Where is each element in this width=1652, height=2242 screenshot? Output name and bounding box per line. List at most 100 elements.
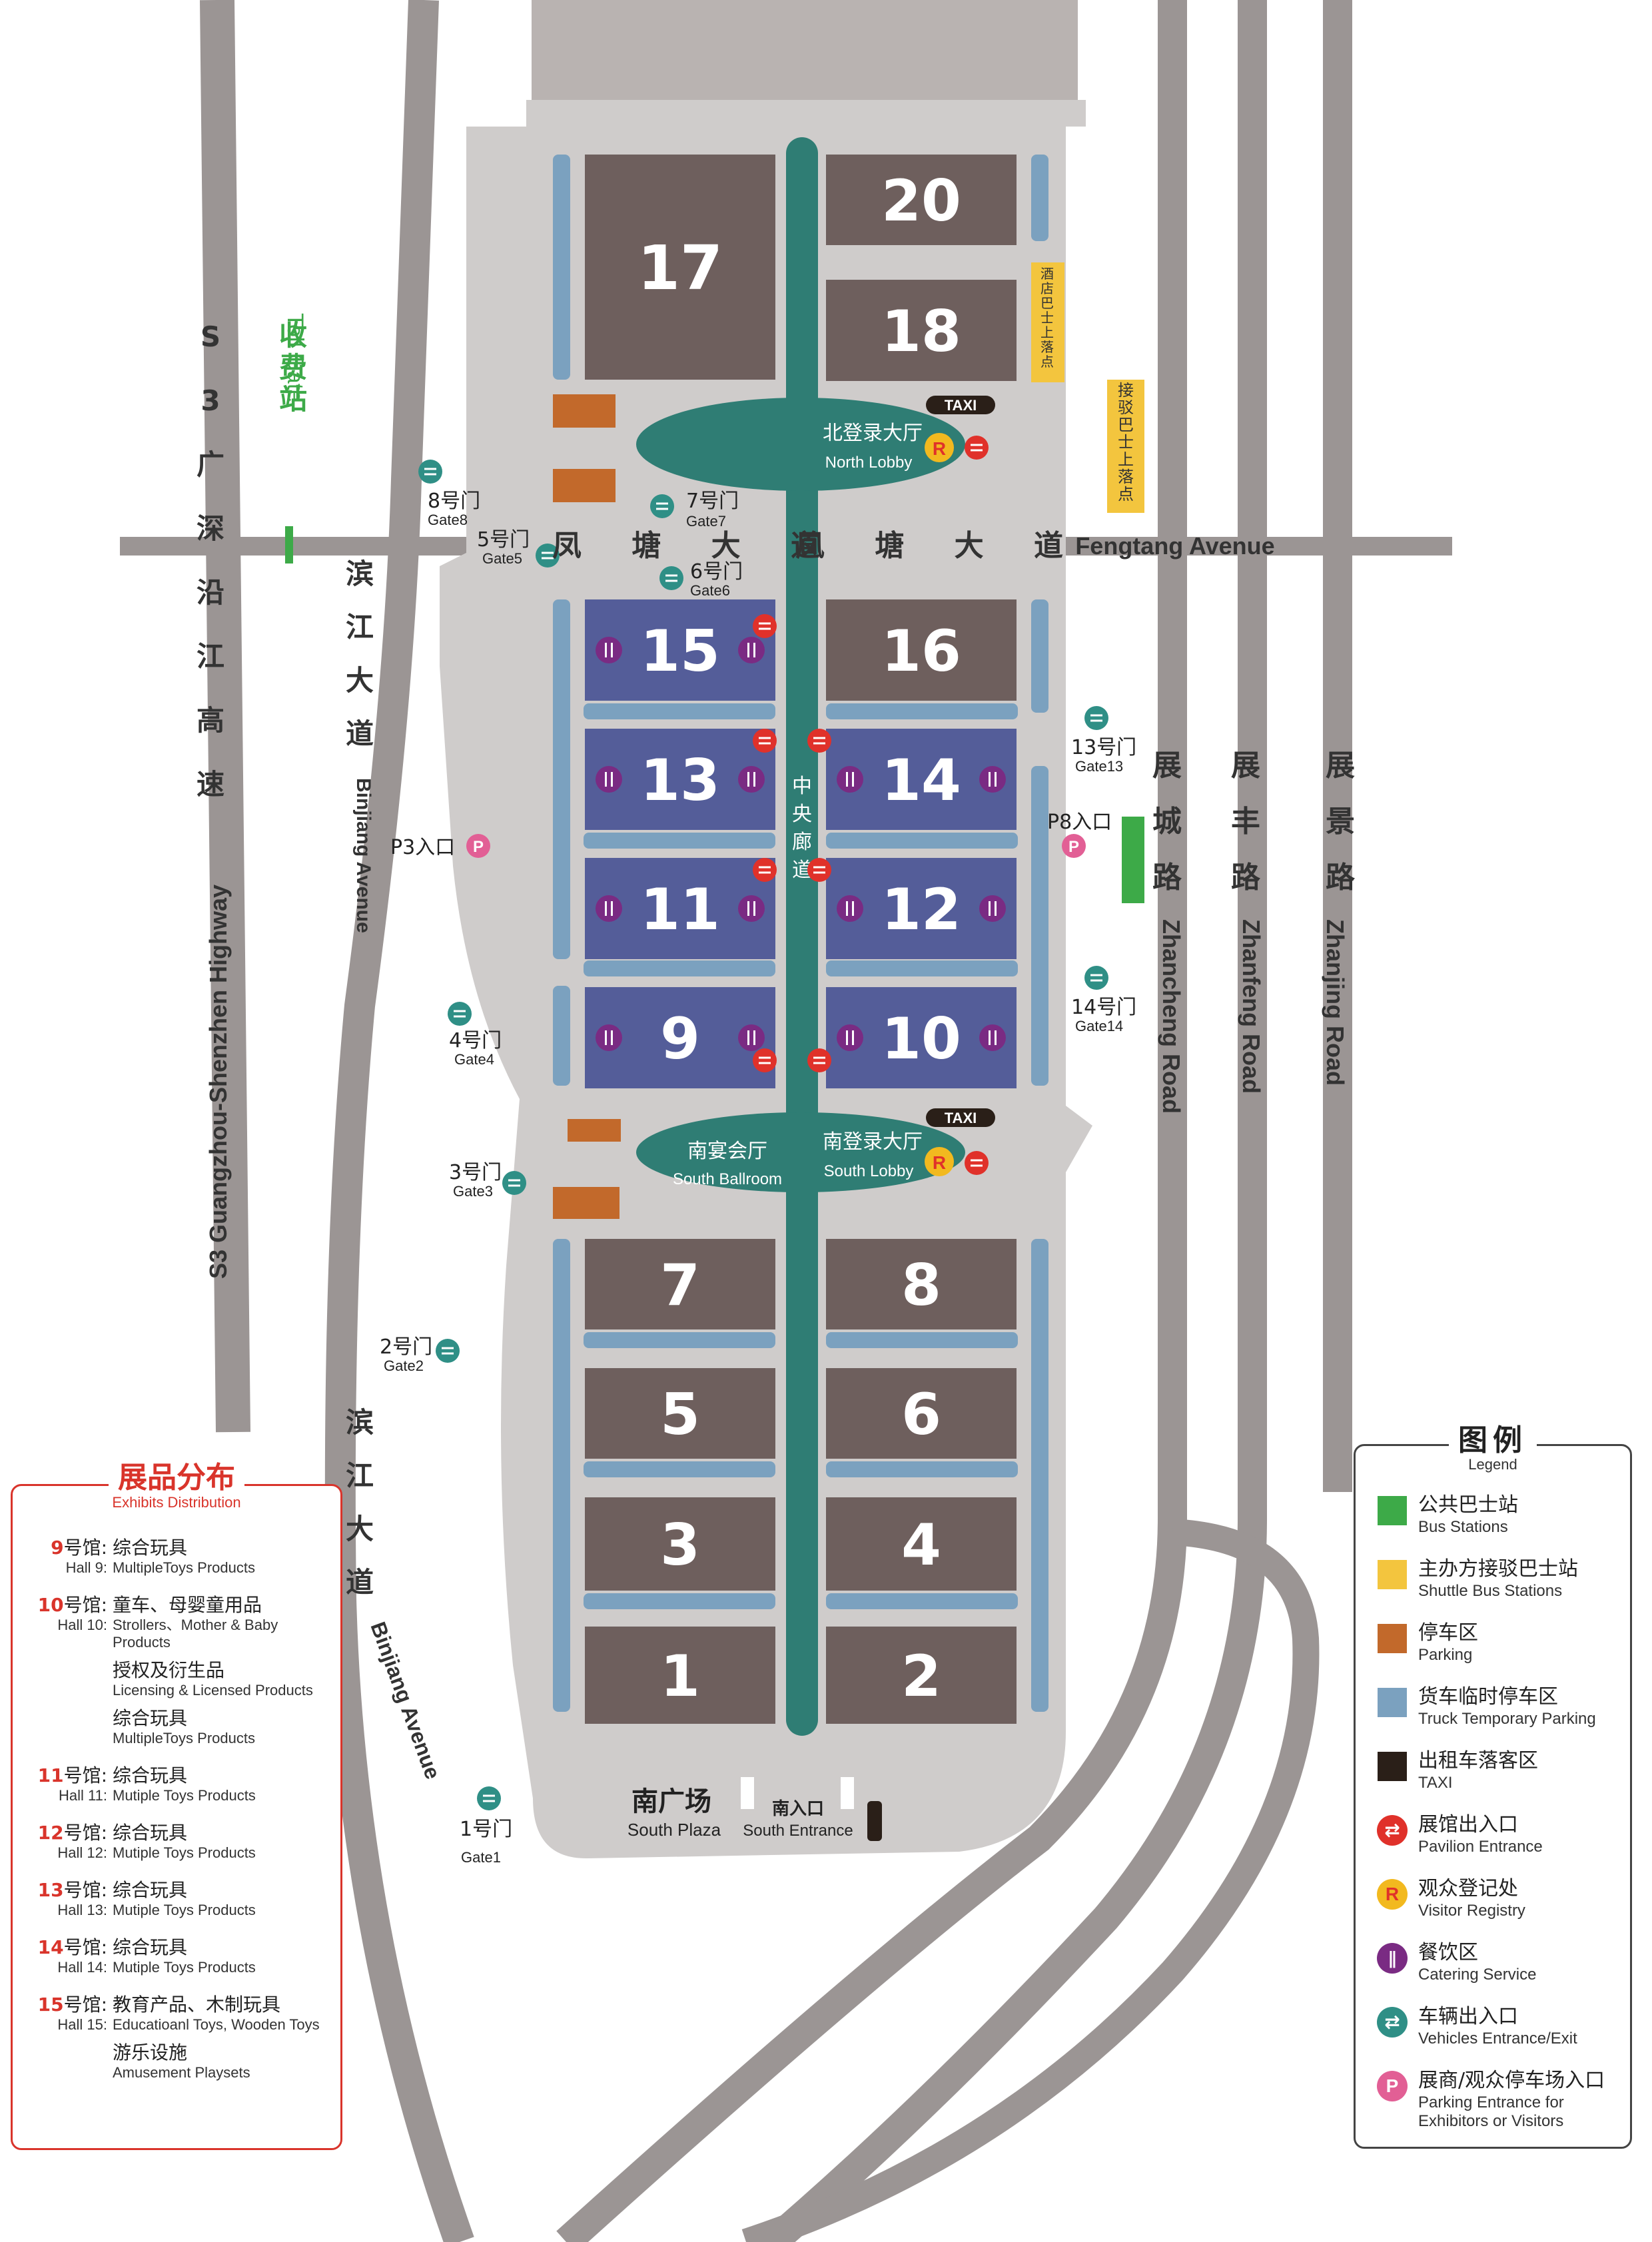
taxi-label-north: TAXI <box>945 397 977 414</box>
hall-5-number: 5 <box>660 1381 700 1448</box>
hall-6: 6 <box>826 1368 1017 1459</box>
truck-parking-icon <box>1376 1686 1409 1719</box>
zhanjing-label-cn: 展景路 <box>1326 749 1356 895</box>
toll-label-cn: 收费站 <box>279 319 307 416</box>
vehicle-gate-icon <box>1084 966 1108 990</box>
exhibit-hall: 9号馆:Hall 9: <box>22 1537 113 1585</box>
north-lobby-en: North Lobby <box>825 454 913 472</box>
taxi-icon <box>1376 1750 1409 1783</box>
vehicle-gate-icon <box>650 494 674 518</box>
catering-icon <box>596 1024 622 1051</box>
zhanfeng-label-en: Zhanfeng Road <box>1238 919 1265 1094</box>
truck-parking <box>553 155 1048 1712</box>
gate4-en: Gate4 <box>454 1051 494 1068</box>
exhibit-hall-en: Hall 10: <box>57 1617 107 1633</box>
exhibit-hall: 15号馆:Hall 15: <box>22 1994 113 2089</box>
bus-station-icon <box>1376 1494 1409 1527</box>
binjiang-label-cn-north: 滨江大道 <box>346 558 374 750</box>
catering-icon <box>837 895 863 922</box>
hall-18: 18 <box>826 280 1017 381</box>
exhibit-hall: 12号馆:Hall 12: <box>22 1822 113 1870</box>
exhibit-product-en: MultipleToys Products <box>113 1730 255 1746</box>
exhibit-product-cn: 综合玩具 <box>113 1936 188 1958</box>
south-entrance-en: South Entrance <box>743 1822 853 1840</box>
pavilion-entrances <box>753 436 989 1175</box>
gate1-cn: 1号门 <box>460 1818 512 1841</box>
exhibit-hall-cn: 9号馆: <box>51 1537 107 1559</box>
north-lobby-cn: 北登录大厅 <box>823 422 923 445</box>
exhibit-product-en: Amusement Playsets <box>113 2064 250 2081</box>
bus-station-east <box>1122 817 1144 903</box>
p3-label: P3入口 <box>390 836 455 859</box>
visitor-registry-icon: R <box>1376 1878 1409 1911</box>
vehicle-gate-icon <box>1084 706 1108 730</box>
legend-label-en: Truck Temporary Parking <box>1418 1710 1596 1728</box>
vehicle-gate-icon <box>436 1339 460 1363</box>
gate1-en: Gate1 <box>461 1849 501 1866</box>
hall-1-number: 1 <box>660 1643 700 1710</box>
exhibit-product-en: Mutiple Toys Products <box>113 1902 256 1918</box>
hall-2-block <box>826 1627 1017 1724</box>
hall-9: 9 <box>585 987 775 1088</box>
legend-title-cn: 图例 <box>1449 1422 1537 1459</box>
exhibit-hall-en: Hall 12: <box>57 1844 107 1861</box>
catering-icon <box>738 637 765 663</box>
svg-text:P: P <box>473 838 484 856</box>
hall-13-number: 13 <box>640 747 720 814</box>
exhibit-hall-en: Hall 13: <box>57 1902 107 1918</box>
exhibit-product-cn: 教育产品、木制玩具 <box>113 1994 281 2016</box>
visitor-registry-north: R <box>925 433 954 462</box>
gate13-en: Gate13 <box>1075 758 1123 775</box>
exhibit-hall-en: Hall 11: <box>59 1787 107 1804</box>
binjiang-road <box>324 0 474 2242</box>
legend-label-cn: 出租车落客区 <box>1418 1749 1538 1772</box>
north-lobby <box>636 398 965 491</box>
legend-label-en: Shuttle Bus Stations <box>1418 1582 1563 1600</box>
roads <box>120 0 1452 2242</box>
shuttle-bus-label: 接驳巴士上落点 <box>1118 381 1134 504</box>
zhancheng-label-cn: 展城路 <box>1152 749 1182 895</box>
vehicle-gate-icon <box>448 1002 472 1026</box>
legend-label-en: Parking <box>1418 1646 1473 1664</box>
hall-8-block <box>826 1239 1017 1329</box>
catering-icon: ∥ <box>1376 1942 1409 1975</box>
exhibit-hall-cn: 12号馆: <box>37 1822 107 1844</box>
hall-3-number: 3 <box>660 1512 700 1579</box>
hall-16-block <box>826 599 1017 701</box>
pavilion-entrance-icon <box>753 858 777 882</box>
highway-label-en: S3 Guangzhou-Shenzhen Highway <box>205 885 232 1279</box>
parking-entrance-icon: P <box>1376 2069 1409 2103</box>
exhibit-product-cn: 童车、母婴童用品 <box>113 1594 262 1616</box>
exhibit-hall: 11号馆:Hall 11: <box>22 1764 113 1812</box>
hall-3: 3 <box>585 1497 775 1591</box>
legend-label-cn: 公共巴士站 <box>1418 1493 1518 1517</box>
south-entrance-cn: 南入口 <box>772 1799 824 1819</box>
gate6-cn: 6号门 <box>690 560 743 583</box>
hall-10: 10 <box>826 987 1017 1088</box>
hall-14: 14 <box>826 729 1017 830</box>
gate13-cn: 13号门 <box>1071 736 1136 759</box>
hotel-bus-label: 酒店巴士上落点 <box>1040 266 1054 370</box>
exhibit-product-en: MultipleToys Products <box>113 1559 255 1576</box>
vehicle-gate-icon <box>536 544 560 567</box>
plaza-crosswalks <box>741 1777 854 1809</box>
exhibit-product-cn: 综合玩具 <box>113 1879 188 1901</box>
hall-7: 7 <box>585 1239 775 1329</box>
